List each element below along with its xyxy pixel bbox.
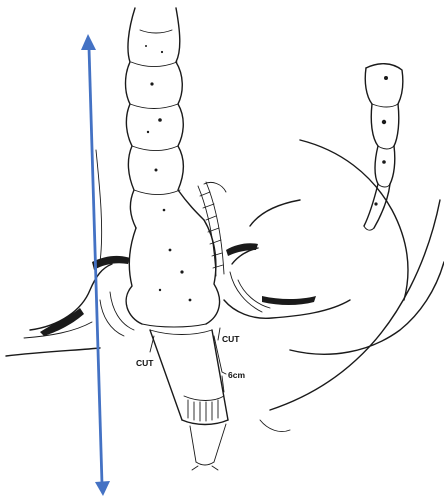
cut-label-right: CUT [222,334,240,344]
cut-markers [150,328,220,352]
six-cm-label: 6cm [228,370,245,380]
anal-canal-tube [150,330,228,470]
six-cm-bracket [214,336,226,392]
colon-texture [145,45,165,211]
cut-label-left: CUT [136,358,154,368]
arrow-head-top [81,34,96,50]
mesenteric-vessels [198,182,226,276]
left-pelvic-wall [6,256,134,356]
sacrum [364,64,403,230]
colon [126,8,205,228]
abdominal-wall [96,140,444,432]
arrow-head-bottom [95,481,110,496]
right-pelvic-wall [224,200,350,318]
stapler-teeth [188,400,218,421]
rectum [126,220,219,327]
